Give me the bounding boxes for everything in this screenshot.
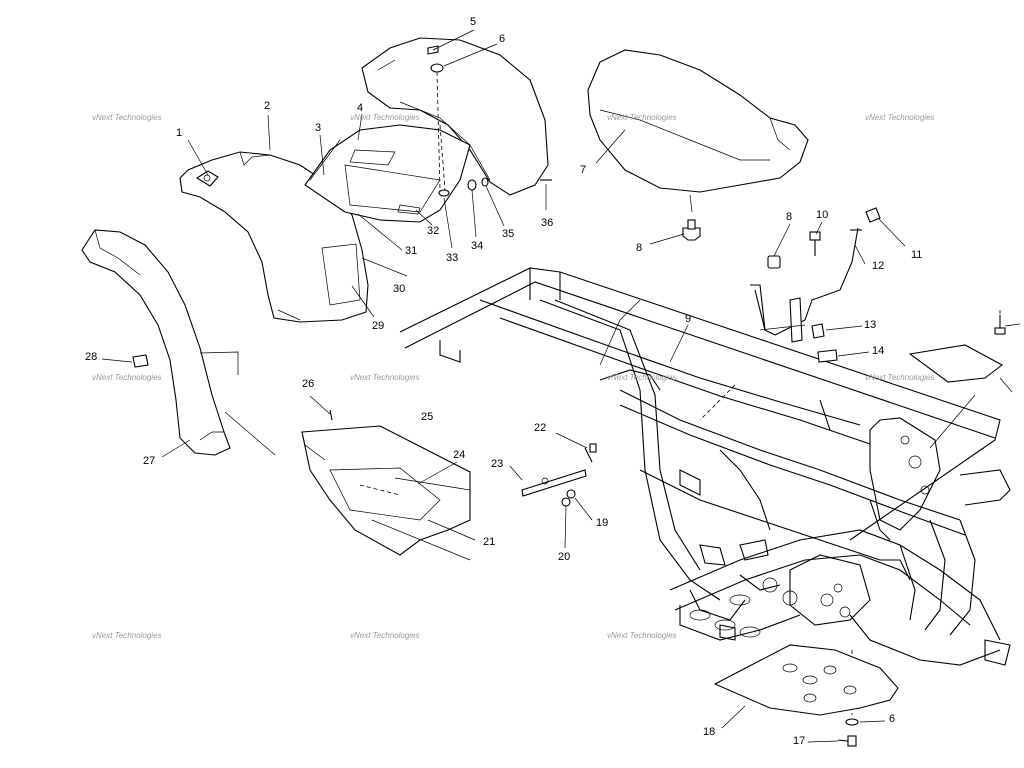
callout-4: 4 xyxy=(357,102,364,114)
callout-10: 10 xyxy=(816,209,829,221)
watermark: vNext Technologies xyxy=(607,113,677,122)
watermark: vNext Technologies xyxy=(865,113,935,122)
callout-23: 23 xyxy=(491,458,504,470)
callout-9: 9 xyxy=(685,313,692,325)
callout-5: 5 xyxy=(470,16,477,28)
callout-8: 8 xyxy=(636,242,643,254)
mud-flap xyxy=(81,229,231,456)
callout-3: 3 xyxy=(315,122,322,134)
callout-14: 14 xyxy=(872,345,885,357)
hanger-bar xyxy=(750,227,862,343)
watermark: vNext Technologies xyxy=(607,373,677,382)
watermark: vNext Technologies xyxy=(92,373,162,382)
callout-18: 18 xyxy=(703,726,716,738)
watermark: vNext Technologies xyxy=(350,373,420,382)
callout-34: 34 xyxy=(471,240,484,252)
watermark: vNext Technologies xyxy=(92,631,162,640)
leader-lines xyxy=(101,29,1021,743)
callout-33: 33 xyxy=(446,252,459,264)
callout-31: 31 xyxy=(405,245,418,257)
callout-25: 25 xyxy=(421,411,434,423)
callout-22: 22 xyxy=(534,422,547,434)
callout-21: 21 xyxy=(483,536,496,548)
callout-36: 36 xyxy=(541,217,554,229)
callout-19: 19 xyxy=(596,517,609,529)
callout-26: 26 xyxy=(302,378,315,390)
callout-30: 30 xyxy=(393,283,406,295)
callout-8b: 8 xyxy=(786,211,793,223)
callout-27: 27 xyxy=(143,455,156,467)
watermark: vNext Technologies xyxy=(92,113,162,122)
callout-2: 2 xyxy=(264,100,271,112)
main-frame xyxy=(399,267,1011,666)
callout-32: 32 xyxy=(427,225,440,237)
skid-plate xyxy=(713,644,899,716)
watermark: vNext Technologies xyxy=(350,631,420,640)
callout-28: 28 xyxy=(85,351,98,363)
callout-17: 17 xyxy=(793,735,806,747)
callout-6: 6 xyxy=(499,33,506,45)
callout-7: 7 xyxy=(580,164,587,176)
callout-11: 11 xyxy=(911,249,923,261)
watermark: vNext Technologies xyxy=(350,113,420,122)
callout-1: 1 xyxy=(176,127,183,139)
rear-rack xyxy=(304,37,549,223)
watermark: vNext Technologies xyxy=(607,631,677,640)
floorboard xyxy=(301,425,471,556)
watermark: vNext Technologies xyxy=(865,373,935,382)
seat xyxy=(587,49,809,241)
callout-13: 13 xyxy=(864,319,877,331)
callout-20: 20 xyxy=(558,551,571,563)
callout-6b: 6 xyxy=(889,713,896,725)
callout-35: 35 xyxy=(502,228,515,240)
callout-24: 24 xyxy=(453,449,466,461)
callout-29: 29 xyxy=(372,320,385,332)
callout-12: 12 xyxy=(872,260,885,272)
